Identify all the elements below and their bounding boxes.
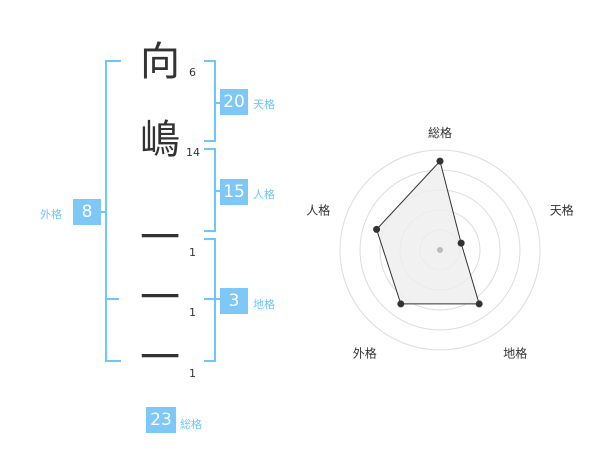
radar-axis-label-4: 外格 [353,346,377,361]
stroke-count-1: 6 [189,66,196,79]
gaikaku-bracket-mid-tick [105,298,119,300]
radar-axis-label-1: 総格 [428,125,452,140]
stroke-count-3: 1 [189,246,196,259]
stroke-count-5: 1 [189,367,196,380]
tenkaku-score: 20 [220,89,248,115]
stroke-count-2: 14 [186,146,200,159]
chikaku-connector [215,298,221,300]
tenkaku-connector [215,102,221,104]
radar-axis-label-5: 人格 [306,202,330,217]
name-char-1: 向 [140,39,180,85]
tenkaku-label: 天格 [253,98,275,111]
gaikaku-connector [100,211,106,213]
gaikaku-bracket [105,60,121,362]
gaikaku-label: 外格 [40,208,62,221]
name-char-5: 一 [140,335,180,381]
name-char-2: 嶋 [140,117,180,163]
radar-point-5 [373,225,381,233]
gaikaku-score: 8 [73,199,101,225]
soukaku-score: 23 [146,407,176,433]
radar-area [376,160,480,305]
radar-axis-label-3: 地格 [503,346,527,361]
jinkaku-score: 15 [220,179,248,205]
radar-point-1 [436,157,444,165]
radar-point-2 [457,239,465,247]
chikaku-score: 3 [220,288,248,314]
radar-axis-label-2: 天格 [550,202,574,217]
chikaku-bracket-mid-tick [204,298,214,300]
stroke-count-4: 1 [189,306,196,319]
name-char-3: 一 [140,215,180,261]
soukaku-label: 総格 [180,418,202,431]
chikaku-label: 地格 [253,298,275,311]
tenkaku-bracket [204,60,216,142]
name-char-4: 一 [140,275,180,321]
chikaku-bracket [204,238,216,362]
jinkaku-connector [215,190,221,192]
radar-point-3 [475,300,483,308]
radar-center [437,247,443,253]
jinkaku-label: 人格 [253,188,275,201]
radar-point-4 [397,300,405,308]
